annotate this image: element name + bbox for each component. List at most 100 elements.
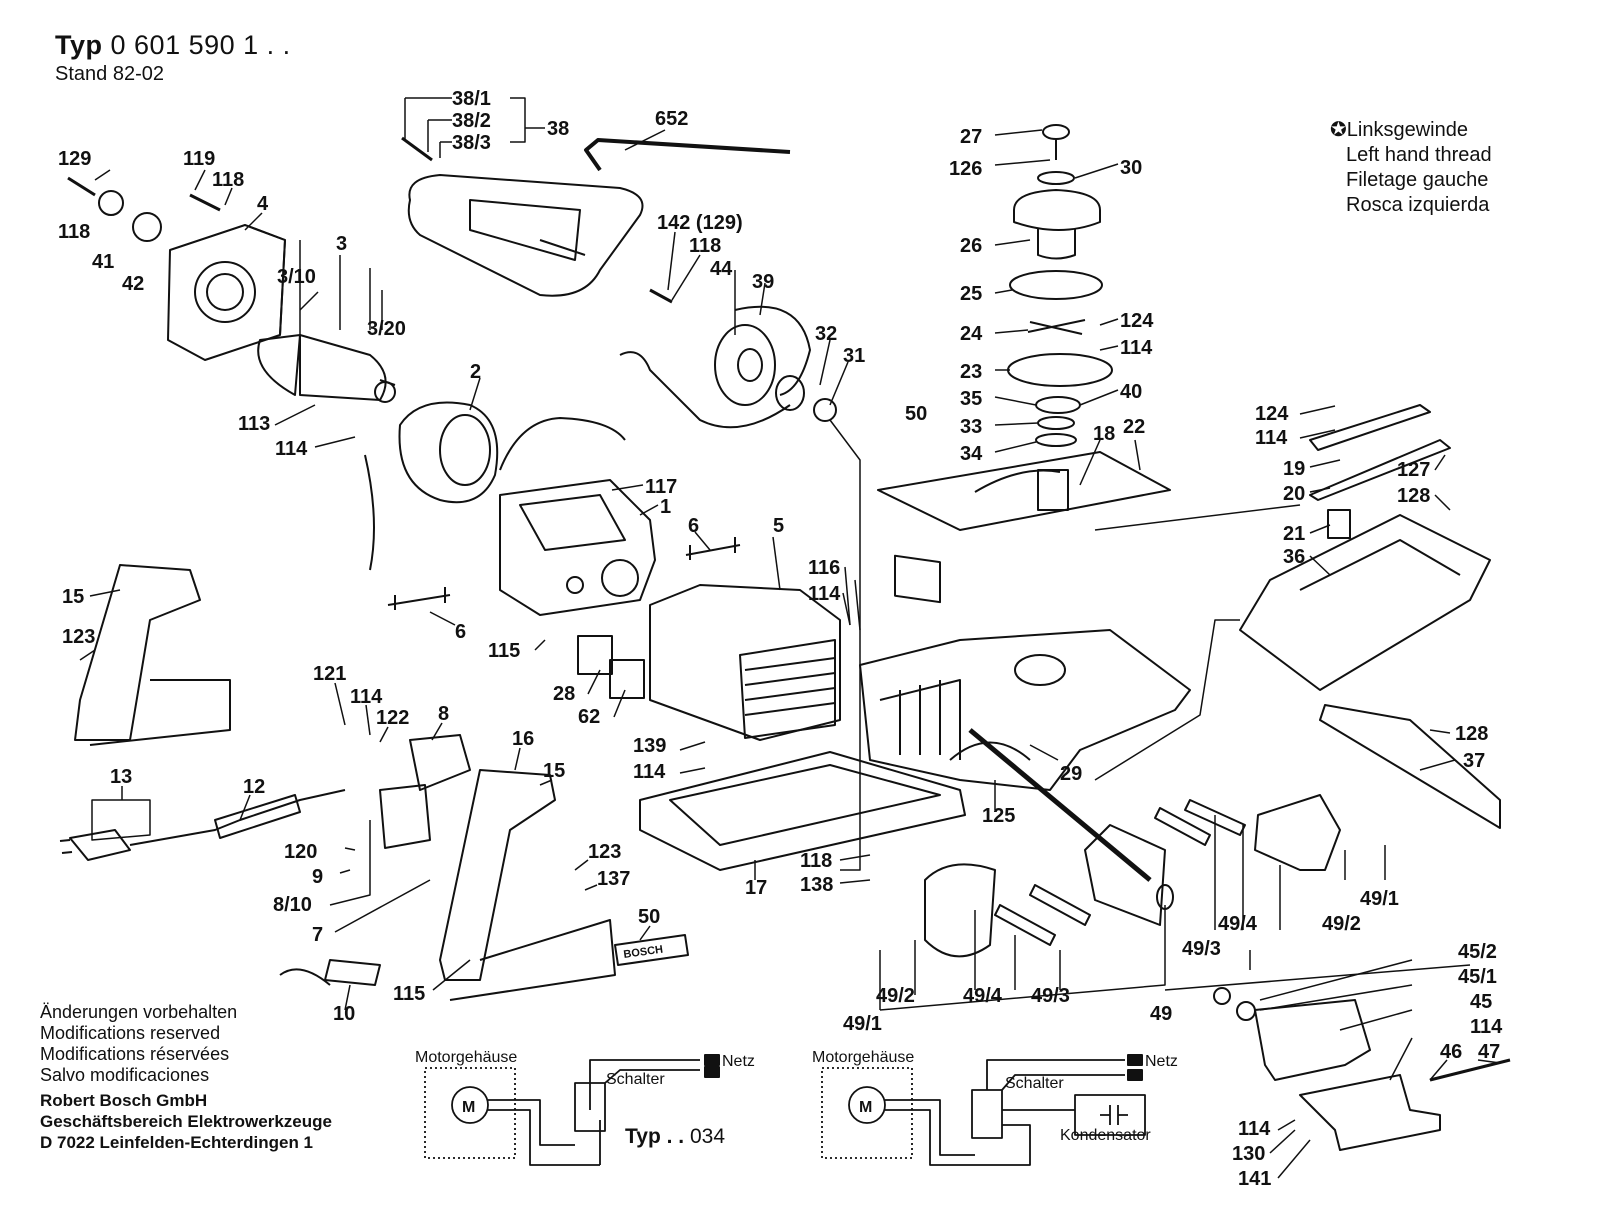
callout-number: 49/2: [876, 985, 915, 1007]
blade: [1029, 884, 1091, 926]
callout-number: 1: [660, 496, 671, 518]
callout-number: 120: [284, 841, 317, 863]
callout-number: 124: [1255, 403, 1289, 425]
callout-number: 38/3: [452, 132, 491, 154]
callout-number: 28: [553, 683, 575, 705]
legend: ✪Linksgewinde Left hand thread Filetage …: [1330, 118, 1492, 218]
callout-number: 115: [488, 640, 520, 662]
callout-number: 21: [1283, 523, 1305, 545]
callout-number: 116: [808, 557, 840, 579]
callout-number: 49/2: [1322, 913, 1361, 935]
callout-number: 13: [110, 766, 132, 788]
callout-number: 33: [960, 416, 982, 438]
callout-number: 37: [1463, 750, 1485, 772]
callout-number: 62: [578, 706, 600, 728]
callout-number: 114: [1238, 1118, 1271, 1140]
callout-number: 3: [336, 233, 347, 255]
callout-number: 118: [58, 221, 90, 243]
callout-number: 45: [1470, 991, 1492, 1013]
screw: [649, 288, 673, 304]
blade-holder: [1309, 404, 1431, 451]
callout-number: 49/1: [1360, 888, 1399, 910]
callout-number: 123: [62, 626, 95, 648]
callout-number: 126: [949, 158, 982, 180]
schematic-type-label: Typ . . 034: [625, 1125, 726, 1148]
callout-number: 15: [62, 586, 84, 608]
title-number: 0 601 590 1 . .: [110, 30, 291, 60]
callout-number: 129: [58, 148, 91, 170]
callout-number: 117: [645, 476, 677, 498]
callout-number: 118: [212, 169, 244, 191]
depth-adjust-knob: [1007, 124, 1113, 447]
page-title: Typ 0 601 590 1 . .: [55, 30, 291, 61]
callout-number: 36: [1283, 546, 1305, 568]
stand-label: Stand 82-02: [55, 63, 164, 85]
handle: [74, 564, 231, 746]
callout-number: 138: [800, 874, 833, 896]
label-plate: [577, 635, 613, 675]
callout-number: 15: [543, 760, 565, 782]
callout-number: 41: [92, 251, 114, 273]
callout-number: 47: [1478, 1041, 1500, 1063]
main-housing: [859, 629, 1191, 791]
callout-number: 49/3: [1031, 985, 1070, 1007]
callout-number: 40: [1120, 381, 1142, 403]
brand-stamp: BOSCH: [623, 944, 664, 961]
screw: [401, 136, 433, 162]
callout-number: 142 (129): [657, 212, 743, 234]
callout-number: 45/1: [1458, 966, 1497, 988]
stator: [398, 401, 499, 504]
callout-number: 3/20: [367, 318, 406, 340]
callout-number: 6: [455, 621, 466, 643]
company-line: D 7022 Leinfelden-Echterdingen 1: [40, 1133, 314, 1152]
hex-key: [584, 138, 791, 172]
callout-number: 130: [1232, 1143, 1265, 1165]
legend-line: Left hand thread: [1346, 144, 1492, 166]
blade-holder: [1309, 439, 1451, 501]
callout-number: 114: [350, 686, 383, 708]
header: Typ 0 601 590 1 . . Stand 82-02: [55, 30, 291, 86]
callout-number: 137: [597, 868, 630, 890]
shaft: [968, 728, 1152, 882]
callout-number: 7: [312, 924, 323, 946]
terminal: [1127, 1069, 1143, 1081]
cutter-cover: [1254, 794, 1341, 871]
cutter-cover: [924, 863, 996, 958]
label-plate: [894, 554, 941, 604]
belt-cover: [407, 174, 644, 297]
callout-number: 121: [313, 663, 346, 685]
rod: [1429, 1058, 1511, 1082]
callout-number: 30: [1120, 157, 1142, 179]
handle: [439, 769, 616, 1001]
callout-number: 50: [905, 403, 927, 425]
callout-number: 24: [960, 323, 983, 345]
housing-label: Motorgehäuse: [812, 1049, 914, 1066]
callout-number: 20: [1283, 483, 1305, 505]
callout-number: 18: [1093, 423, 1115, 445]
blade: [994, 904, 1056, 946]
switch-label: Schalter: [1005, 1075, 1064, 1092]
guide-plate: [1319, 704, 1501, 829]
callout-number: 12: [243, 776, 265, 798]
callout-number: 125: [982, 805, 1015, 827]
housing-label: Motorgehäuse: [415, 1049, 517, 1066]
callout-number: 8/10: [273, 894, 312, 916]
callout-number: 49/1: [843, 1013, 882, 1035]
nameplate: [614, 934, 689, 966]
callout-number: 123: [588, 841, 621, 863]
screw: [67, 176, 96, 197]
callout-number: 3/10: [277, 266, 316, 288]
legend-line: Filetage gauche: [1346, 169, 1489, 191]
callout-number: 49/4: [1218, 913, 1258, 935]
title-prefix: Typ: [55, 30, 103, 60]
callout-number: 2: [470, 361, 481, 383]
carbon-brush: [685, 537, 741, 560]
callout-number: 27: [960, 126, 982, 148]
callout-number: 4: [257, 193, 269, 215]
callout-number: 39: [752, 271, 774, 293]
mounting-bracket: [1213, 987, 1371, 1081]
callout-number: 139: [633, 735, 666, 757]
motor-housing: [499, 479, 656, 616]
blade: [1154, 807, 1211, 846]
